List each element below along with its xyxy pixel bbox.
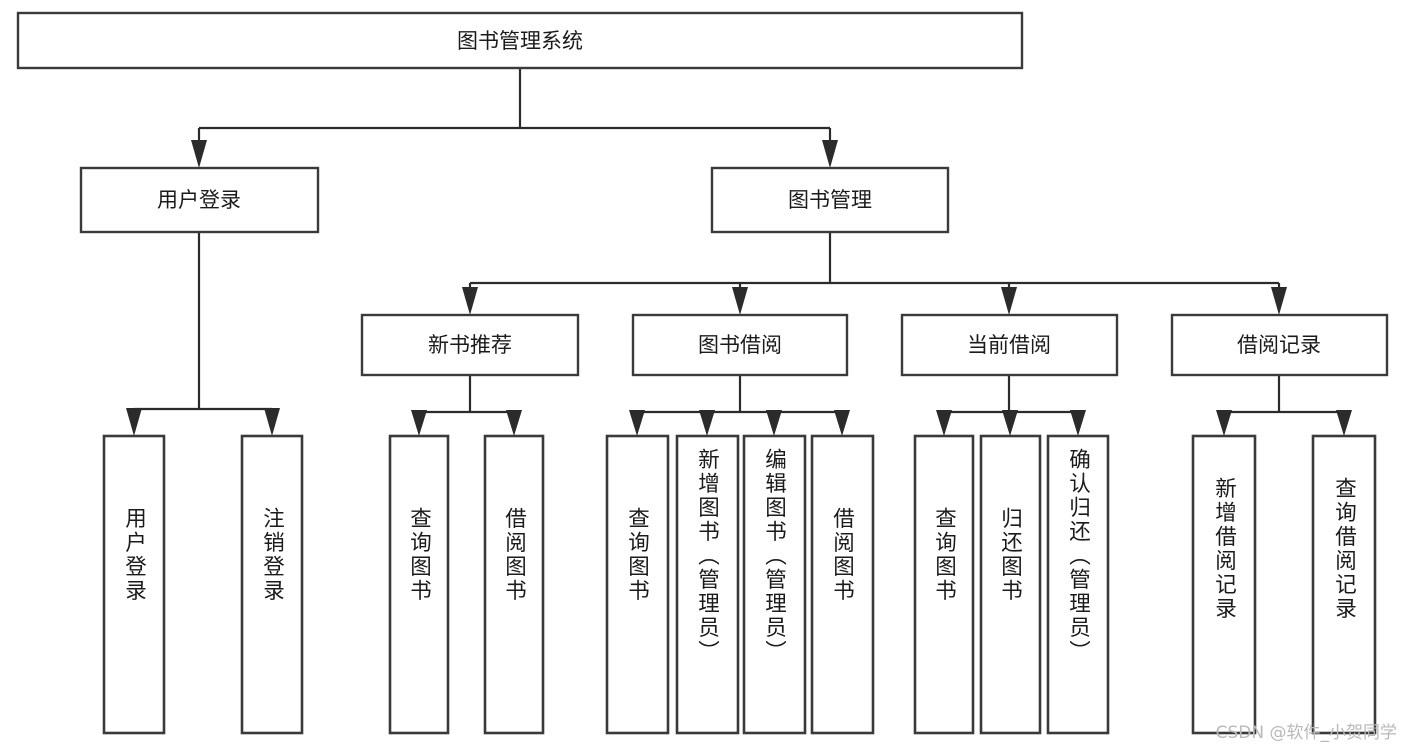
node-current-borrow[interactable]: 当前借阅: [900, 313, 1119, 377]
node-root-box[interactable]: [16, 11, 1024, 70]
leaf-query-book-2[interactable]: 查询图书: [605, 434, 670, 735]
arrow-bookmgmt-child-2: [732, 287, 748, 315]
node-book-borrow[interactable]: 图书借阅: [631, 313, 849, 377]
leaf-add-book-admin-box[interactable]: [675, 434, 740, 735]
leaf-query-book-3[interactable]: 查询图书: [913, 434, 975, 735]
node-user-login-box[interactable]: [79, 166, 320, 234]
leaf-borrow-book-1-box[interactable]: [483, 434, 545, 735]
leaf-confirm-return-admin-label: 确认归还（管理员）: [1066, 448, 1091, 664]
node-borrow-records[interactable]: 借阅记录: [1170, 313, 1389, 377]
node-user-login[interactable]: 用户登录: [79, 166, 320, 234]
leaf-user-logout[interactable]: 注销登录: [240, 434, 304, 735]
leaf-user-login-do-box[interactable]: [102, 434, 166, 735]
csdn-watermark: CSDN @软件_小贺同学: [1215, 723, 1397, 743]
connectors-layer: [126, 68, 1352, 436]
leaf-borrow-book-2-label: 借阅图书: [830, 507, 855, 603]
leaf-edit-book-admin[interactable]: 编辑图书（管理员）: [742, 434, 807, 735]
node-book-management[interactable]: 图书管理: [710, 166, 950, 234]
node-book-borrow-box[interactable]: [631, 313, 849, 377]
leaf-query-borrow-record[interactable]: 查询借阅记录: [1311, 434, 1377, 735]
leaf-return-book-label: 归还图书: [998, 507, 1023, 603]
arrow-bookborrow-child-2: [699, 410, 715, 436]
node-borrow-records-label: 借阅记录: [1237, 333, 1321, 357]
arrow-bookborrow-child-4: [834, 410, 850, 436]
arrow-currentborrow-child-2: [1002, 410, 1018, 436]
arrow-userlogin-child-1: [126, 408, 142, 436]
leaf-user-login-do-label: 用户登录: [122, 507, 147, 603]
leaf-confirm-return-admin[interactable]: 确认归还（管理员）: [1046, 434, 1110, 735]
leaf-user-logout-box[interactable]: [240, 434, 304, 735]
arrow-currentborrow-child-3: [1070, 410, 1086, 436]
leaf-edit-book-admin-box[interactable]: [742, 434, 807, 735]
leaf-query-borrow-record-label: 查询借阅记录: [1332, 477, 1357, 621]
arrow-root-to-userlogin: [191, 140, 207, 168]
leaf-borrow-book-2-box[interactable]: [810, 434, 875, 735]
arrow-bookborrow-child-3: [766, 410, 782, 436]
arrow-userlogin-child-2: [264, 408, 280, 436]
node-new-book-recommend-label: 新书推荐: [428, 333, 512, 357]
leaf-add-book-admin-label: 新增图书（管理员）: [695, 448, 720, 664]
leaf-query-book-2-box[interactable]: [605, 434, 670, 735]
node-new-book-recommend-box[interactable]: [360, 313, 580, 377]
leaf-add-borrow-record[interactable]: 新增借阅记录: [1191, 434, 1257, 735]
leaf-query-book-1[interactable]: 查询图书: [388, 434, 450, 735]
leaf-add-borrow-record-box[interactable]: [1191, 434, 1257, 735]
node-new-book-recommend[interactable]: 新书推荐: [360, 313, 580, 377]
node-book-management-box[interactable]: [710, 166, 950, 234]
leaf-borrow-book-2[interactable]: 借阅图书: [810, 434, 875, 735]
leaf-confirm-return-admin-box[interactable]: [1046, 434, 1110, 735]
leaf-borrow-book-1-label: 借阅图书: [502, 507, 527, 603]
leaf-query-book-1-box[interactable]: [388, 434, 450, 735]
leaf-query-book-1-label: 查询图书: [407, 507, 432, 603]
leaf-query-borrow-record-box[interactable]: [1311, 434, 1377, 735]
arrow-bookmgmt-child-1: [462, 287, 478, 315]
arrow-borrowrecords-child-2: [1336, 410, 1352, 436]
node-borrow-records-box[interactable]: [1170, 313, 1389, 377]
leaf-return-book-box[interactable]: [979, 434, 1042, 735]
node-user-login-label: 用户登录: [157, 188, 241, 212]
leaf-query-book-2-label: 查询图书: [625, 507, 650, 603]
node-book-borrow-label: 图书借阅: [698, 333, 782, 357]
arrow-bookmgmt-child-3: [1001, 287, 1017, 315]
arrow-root-to-bookmgmt: [822, 140, 838, 168]
leaf-user-login-do[interactable]: 用户登录: [102, 434, 166, 735]
leaf-return-book[interactable]: 归还图书: [979, 434, 1042, 735]
arrow-newbook-child-1: [411, 410, 427, 436]
arrow-borrowrecords-child-1: [1216, 410, 1232, 436]
arrow-currentborrow-child-1: [936, 410, 952, 436]
node-root[interactable]: 图书管理系统: [16, 11, 1024, 70]
node-root-label: 图书管理系统: [457, 29, 583, 53]
arrow-newbook-child-2: [506, 410, 522, 436]
leaf-user-logout-label: 注销登录: [260, 507, 285, 603]
node-current-borrow-label: 当前借阅: [967, 333, 1051, 357]
leaf-borrow-book-1[interactable]: 借阅图书: [483, 434, 545, 735]
leaf-edit-book-admin-label: 编辑图书（管理员）: [762, 448, 787, 664]
leaf-query-book-3-label: 查询图书: [932, 507, 957, 603]
leaf-add-borrow-record-label: 新增借阅记录: [1212, 477, 1237, 621]
arrow-bookborrow-child-1: [629, 410, 645, 436]
node-current-borrow-box[interactable]: [900, 313, 1119, 377]
arrow-bookmgmt-child-4: [1271, 287, 1287, 315]
leaf-add-book-admin[interactable]: 新增图书（管理员）: [675, 434, 740, 735]
leaf-query-book-3-box[interactable]: [913, 434, 975, 735]
node-book-management-label: 图书管理: [788, 188, 872, 212]
